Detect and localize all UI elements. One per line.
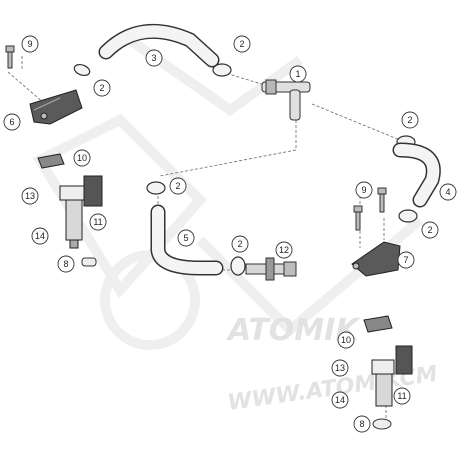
seals — [81, 257, 392, 430]
callout-3: 3 — [145, 49, 163, 67]
callout-14: 14 — [31, 227, 49, 245]
svg-text:10: 10 — [77, 153, 87, 163]
callout-10: 10 — [337, 331, 355, 349]
svg-text:11: 11 — [397, 391, 406, 401]
injector-right — [371, 345, 413, 407]
svg-text:14: 14 — [35, 231, 45, 241]
callout-12: 12 — [275, 241, 293, 259]
injector-left — [59, 175, 103, 249]
injector-holder-left — [29, 89, 83, 125]
callout-10: 10 — [73, 149, 91, 167]
callout-5: 5 — [177, 229, 195, 247]
svg-text:2: 2 — [175, 181, 180, 191]
svg-text:2: 2 — [237, 239, 242, 249]
callout-14: 14 — [331, 391, 349, 409]
callout-2: 2 — [233, 35, 251, 53]
callout-1: 1 — [289, 65, 307, 83]
svg-text:14: 14 — [335, 395, 345, 405]
callout-2: 2 — [93, 79, 111, 97]
fuel-hose-upper — [98, 23, 220, 68]
callout-4: 4 — [439, 183, 457, 201]
callout-2: 2 — [401, 111, 419, 129]
callout-2: 2 — [169, 177, 187, 195]
callout-7: 7 — [397, 251, 415, 269]
brackets — [37, 153, 393, 333]
callout-9: 9 — [355, 181, 373, 199]
callout-9: 9 — [21, 35, 39, 53]
svg-text:9: 9 — [361, 185, 366, 195]
callout-11: 11 — [89, 213, 107, 231]
svg-text:3: 3 — [151, 53, 156, 63]
svg-text:6: 6 — [9, 117, 14, 127]
callout-13: 13 — [331, 359, 349, 377]
callout-2: 2 — [421, 221, 439, 239]
svg-text:9: 9 — [27, 39, 32, 49]
svg-text:8: 8 — [359, 419, 364, 429]
svg-text:7: 7 — [403, 255, 408, 265]
svg-text:13: 13 — [25, 191, 35, 201]
svg-text:12: 12 — [279, 245, 289, 255]
callout-8: 8 — [353, 415, 371, 433]
callout-labels: 1 2 2 2 2 2 2 3 4 5 6 7 8 8 9 9 10 10 11… — [3, 35, 457, 433]
fuel-hose-lower — [150, 204, 224, 276]
callout-6: 6 — [3, 113, 21, 131]
svg-text:11: 11 — [93, 217, 102, 227]
svg-text:13: 13 — [335, 363, 345, 373]
svg-text:2: 2 — [99, 83, 104, 93]
bolts — [5, 45, 387, 231]
svg-text:2: 2 — [427, 225, 432, 235]
callout-2: 2 — [231, 235, 249, 253]
svg-text:8: 8 — [63, 259, 68, 269]
svg-text:2: 2 — [239, 39, 244, 49]
callout-13: 13 — [21, 187, 39, 205]
svg-text:1: 1 — [295, 69, 300, 79]
t-connector — [261, 79, 311, 121]
quick-connector — [245, 257, 297, 281]
callout-11: 11 — [393, 387, 411, 405]
callout-8: 8 — [57, 255, 75, 273]
svg-text:5: 5 — [183, 233, 188, 243]
svg-text:4: 4 — [445, 187, 450, 197]
svg-text:10: 10 — [341, 335, 351, 345]
svg-text:2: 2 — [407, 115, 412, 125]
fuel-hose-right — [392, 142, 441, 208]
